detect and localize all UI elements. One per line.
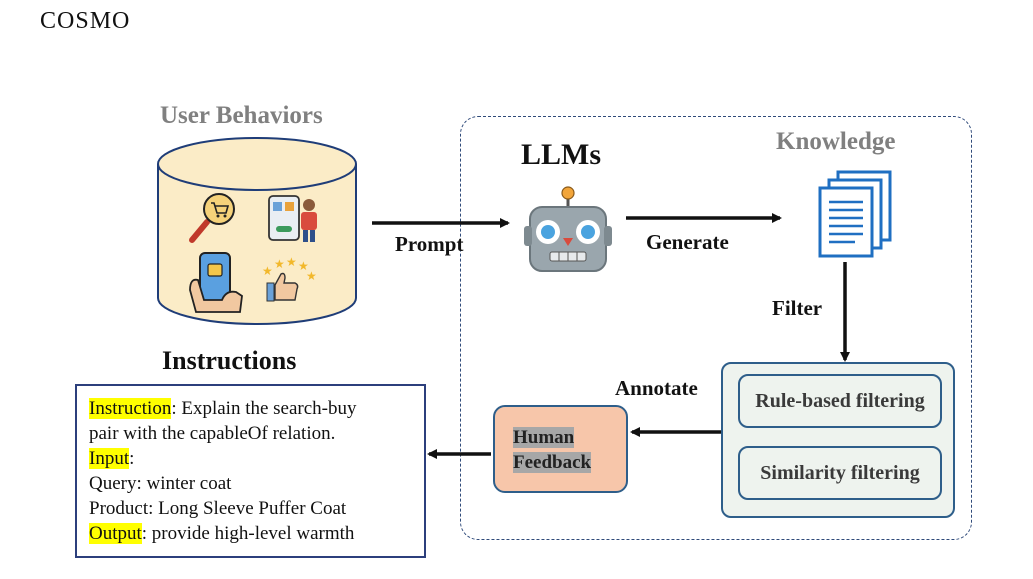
shopping-search-icon	[189, 193, 235, 243]
instructions-box: Instruction: Explain the search-buy pair…	[75, 384, 426, 558]
instruction-line-1: Instruction: Explain the search-buy	[89, 396, 357, 421]
cylinder-database-icon	[157, 137, 357, 325]
filter-label: Filter	[772, 296, 823, 320]
output-value: : provide high-level warmth	[141, 523, 355, 544]
instruction-key: Instruction	[89, 398, 172, 419]
mobile-shopping-icon	[268, 195, 317, 242]
llms-title: LLMs	[521, 138, 602, 171]
rule-based-filtering-box: Rule-based filtering	[738, 374, 942, 428]
human-feedback-line2: Feedback	[513, 452, 592, 473]
human-feedback-line1: Human	[513, 427, 575, 448]
output-key: Output	[89, 523, 142, 544]
annotate-label: Annotate	[615, 376, 698, 400]
generate-label: Generate	[646, 230, 729, 254]
svg-text:★: ★	[286, 255, 297, 269]
rating-thumbs-up-icon: ★ ★ ★ ★ ★	[262, 255, 317, 302]
instruction-text-1: : Explain the search-buy	[171, 398, 357, 419]
user-behaviors-title: User Behaviors	[160, 102, 323, 129]
filtering-panel: Rule-based filtering Similarity filterin…	[721, 362, 955, 518]
hand-phone-icon	[189, 252, 243, 313]
documents-stack-icon	[818, 170, 892, 258]
llm-pipeline-container	[460, 116, 972, 540]
svg-text:★: ★	[298, 259, 309, 273]
robot-icon	[524, 186, 612, 272]
output-line: Output: provide high-level warmth	[89, 521, 357, 546]
instructions-title: Instructions	[162, 346, 297, 375]
brand-title: COSMO	[40, 8, 131, 34]
similarity-filtering-box: Similarity filtering	[738, 446, 942, 500]
instruction-line-2: pair with the capableOf relation.	[89, 423, 336, 444]
input-line: Input:	[89, 446, 357, 471]
svg-text:★: ★	[306, 269, 317, 283]
input-colon: :	[129, 448, 135, 469]
svg-text:★: ★	[274, 257, 285, 271]
prompt-label: Prompt	[395, 232, 464, 256]
input-key: Input	[89, 448, 130, 469]
knowledge-title: Knowledge	[776, 128, 896, 155]
svg-text:★: ★	[262, 264, 273, 278]
product-line: Product: Long Sleeve Puffer Coat	[89, 498, 347, 519]
query-line: Query: winter coat	[89, 473, 232, 494]
human-feedback-box: Human Feedback	[493, 405, 628, 493]
